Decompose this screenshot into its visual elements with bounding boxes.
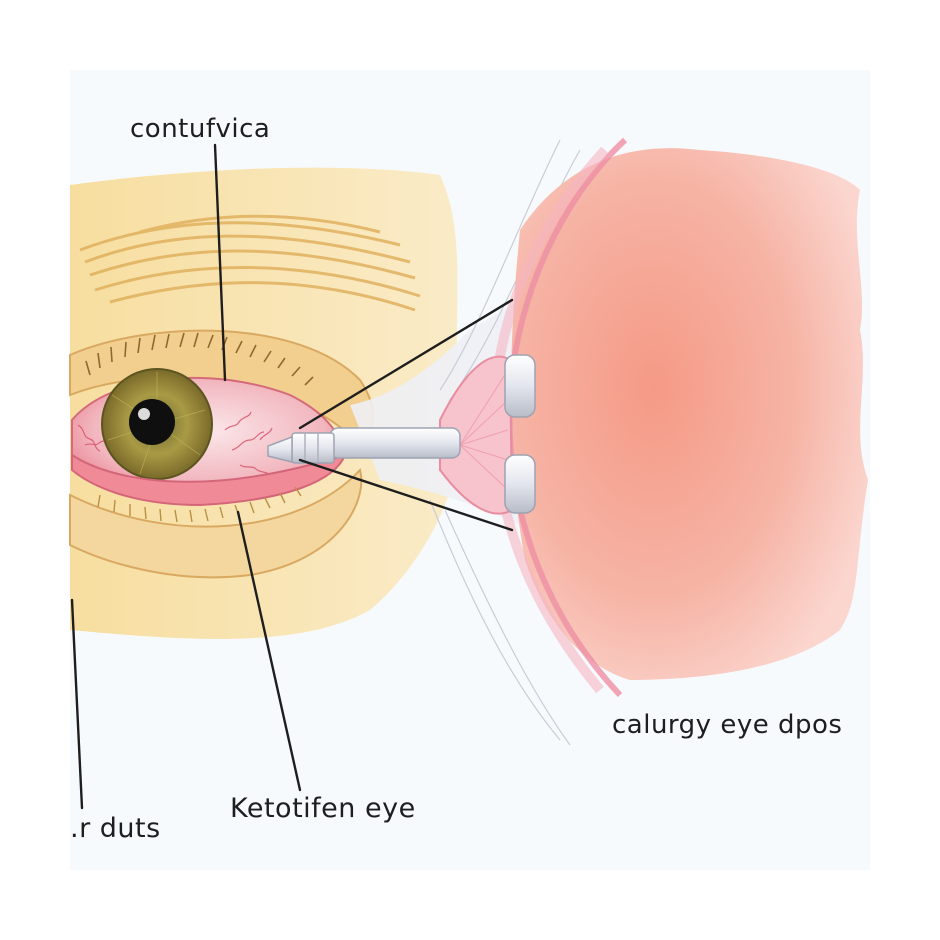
dropper-collar-lower bbox=[504, 454, 536, 514]
label-eye-drops: calurgy eye dpos bbox=[612, 710, 843, 740]
leader-line-bottom-left bbox=[70, 598, 84, 810]
dropper-collar-upper bbox=[504, 354, 536, 418]
funnel bbox=[439, 355, 514, 515]
funnel-striations bbox=[459, 369, 509, 491]
leader-line-dropper-lower bbox=[298, 458, 514, 532]
leader-line-dropper-upper bbox=[298, 298, 514, 430]
label-ketotifen: Ketotifen eye bbox=[230, 793, 416, 824]
label-ducts: .r duts bbox=[70, 815, 161, 842]
pupil-highlight bbox=[138, 408, 150, 420]
eye-dropper bbox=[267, 427, 461, 464]
leader-line-bottom-center bbox=[236, 510, 302, 792]
eyelid-lower bbox=[69, 467, 363, 579]
leader-lines bbox=[70, 143, 514, 810]
upper-lashes bbox=[85, 332, 314, 386]
pupil bbox=[129, 399, 175, 445]
lower-lashes bbox=[97, 486, 302, 523]
tissue-body bbox=[510, 148, 868, 681]
leader-line-top bbox=[213, 143, 227, 382]
lower-lid-rim bbox=[71, 453, 347, 507]
label-conjunctiva: contufvica bbox=[130, 114, 271, 144]
